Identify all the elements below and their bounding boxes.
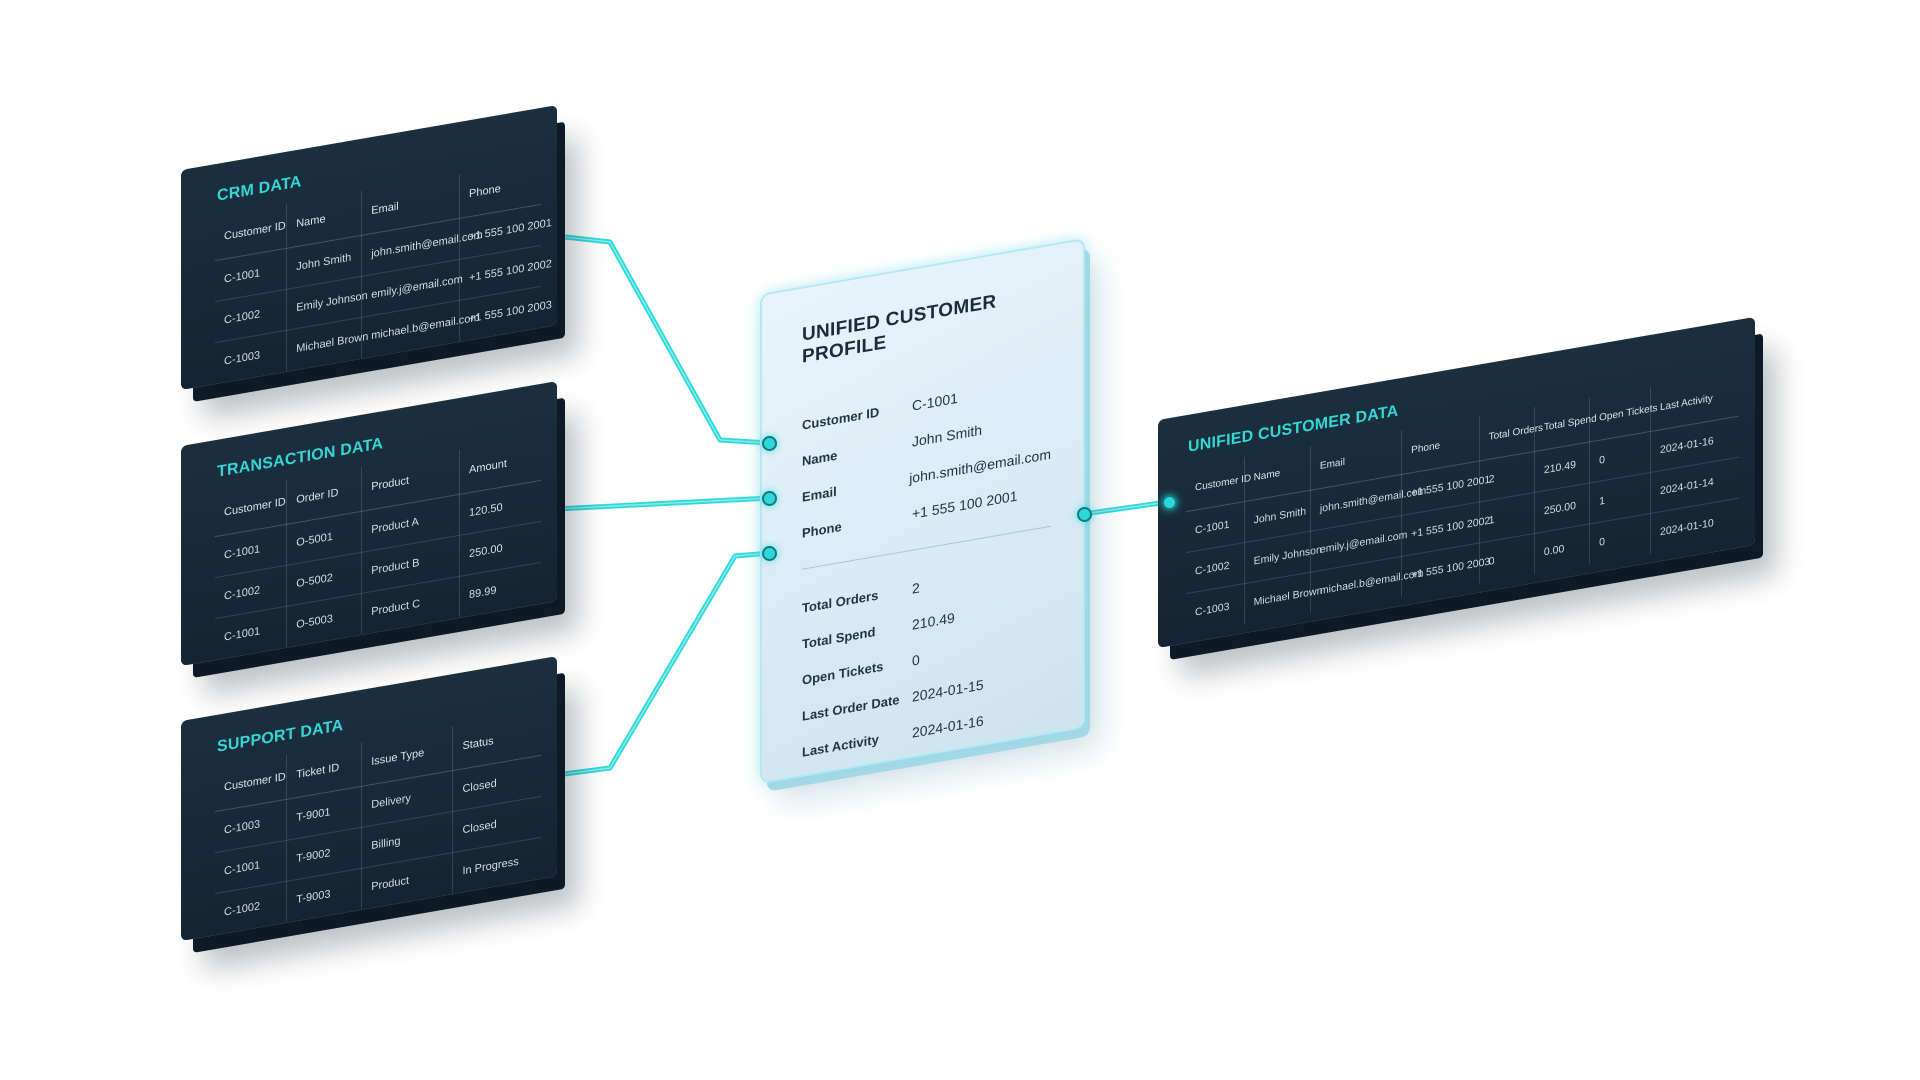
table-cell: C-1003 (1186, 583, 1245, 635)
crm-connector (553, 233, 773, 446)
crm-data-panel: CRM DATA Customer ID Name Email Phone C-… (181, 105, 557, 390)
support-connector (553, 550, 773, 778)
unified-input-node (1162, 495, 1177, 510)
profile-field-value: John Smith (912, 421, 983, 450)
profile-field-value: C-1001 (912, 389, 958, 414)
profile-metric-value: 2 (912, 579, 920, 597)
profile-metric-label: Last Activity (802, 730, 879, 760)
profile-output-node (1077, 507, 1092, 522)
profile-metric-value: 210.49 (912, 609, 955, 633)
unified-customer-profile-card: UNIFIED CUSTOMER PROFILE Customer ID C-1… (760, 237, 1085, 785)
profile-output-connector (1080, 499, 1171, 517)
profile-title: UNIFIED CUSTOMER PROFILE (802, 291, 997, 368)
transaction-connector (553, 495, 773, 512)
support-input-node (762, 546, 777, 561)
profile-field-value: +1 555 100 2001 (912, 487, 1018, 522)
profile-metric-value: 0 (912, 651, 920, 669)
profile-metric-value: 2024-01-16 (912, 712, 984, 741)
crm-input-node (762, 436, 777, 451)
profile-field-label: Phone (802, 518, 842, 541)
transaction-data-panel: TRANSACTION DATA Customer ID Order ID Pr… (181, 381, 557, 666)
transaction-input-node (762, 491, 777, 506)
unified-customer-data-panel: UNIFIED CUSTOMER DATA Customer ID Name E… (1158, 316, 1755, 648)
table-cell: 0.00 (1534, 523, 1590, 574)
support-data-panel: SUPPORT DATA Customer ID Ticket ID Issue… (181, 656, 557, 941)
profile-metric-value: 2024-01-15 (912, 676, 984, 705)
